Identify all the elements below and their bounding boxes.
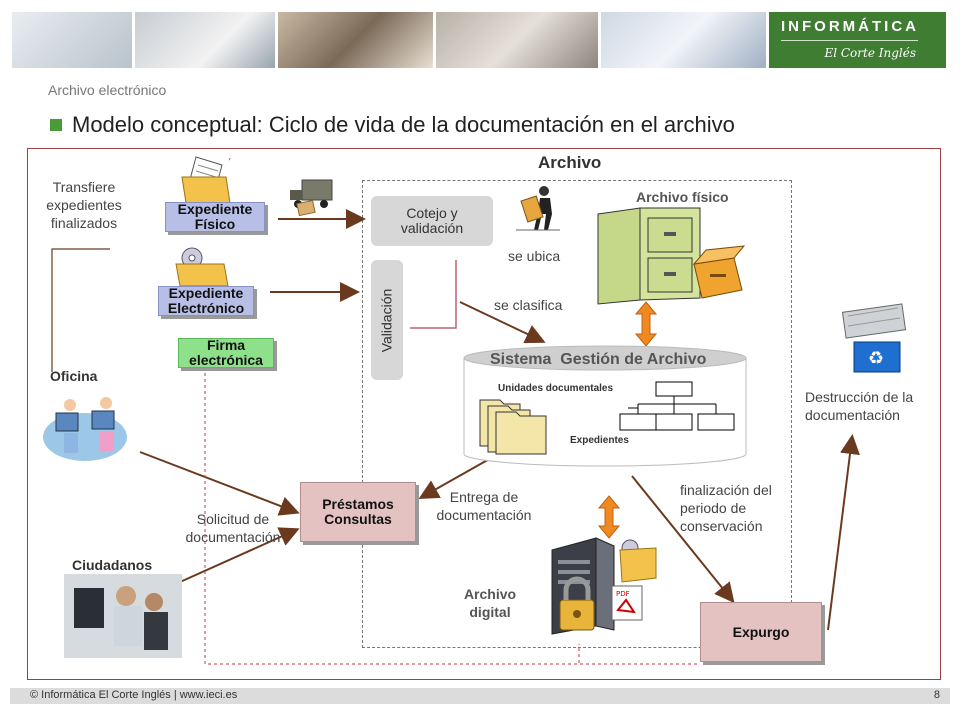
brand-signature-text: El Corte Inglés [824,46,916,60]
hierarchy-tree-icon [619,381,735,431]
arrow-clasifica [459,301,546,344]
header-banner: INFORMÁTICA El Corte Inglés [12,12,946,68]
expediente-fisico-button[interactable]: Expediente Físico [165,202,265,232]
truck-icon [290,179,333,217]
brand-top-text: INFORMÁTICA [781,18,919,35]
section-label: Archivo electrónico [48,82,167,98]
se-clasifica-label: se clasifica [494,297,563,313]
banner-photo-1 [12,12,132,68]
cotejo-validacion-step: Cotejo y validación [371,196,493,246]
arrow-expurgo-destruccion [827,434,860,631]
brand-logo: INFORMÁTICA El Corte Inglés [769,12,946,68]
validacion-step: Validación [371,260,403,380]
mover-worker-icon [516,186,560,231]
folder-document-icon: ’ [181,156,231,204]
sga-database-cylinder [463,345,747,467]
archivo-title: Archivo [538,153,602,172]
entrega-label: Entrega de documentación [436,489,532,523]
filing-cabinet-icon [597,207,746,305]
transfer-label: Transfiere expedientes finalizados [46,179,122,231]
solicitud-label: Solicitud de documentación [185,511,281,545]
office-workers-icon [43,397,127,461]
archivo-digital-label: Archivo digital [463,586,517,620]
ciudadanos-label: Ciudadanos [72,557,153,573]
folder-disc-icon [175,247,229,287]
arrow-sga-expurgo [631,475,735,604]
prestamos-consultas-button[interactable]: Préstamos Consultas [300,482,416,542]
svg-text:PDF: PDF [616,590,630,598]
validation-bracket [410,260,457,329]
sga-title: Sistema Gestión de Archivo [490,351,707,368]
citizens-photo-icon [64,574,182,658]
arrow-ciudadanos-prestamos [179,527,300,583]
banner-photo-2 [135,12,275,68]
archivo-fisico-label: Archivo físico [636,189,729,205]
finalizacion-label: finalización del periodo de conservación [680,482,772,534]
footer-bar: © Informática El Corte Inglés | www.ieci… [10,688,950,704]
oficina-label: Oficina [50,368,98,384]
se-ubica-label: se ubica [508,248,561,264]
firma-electronica-button[interactable]: Firma electrónica [178,338,274,368]
banner-photo-3 [278,12,433,68]
expurgo-button[interactable]: Expurgo [700,602,822,662]
footer-copyright: © Informática El Corte Inglés | www.ieci… [30,689,238,701]
unidades-label: Unidades documentales [498,383,614,394]
transfer-line [51,248,110,372]
arrow-oficina-prestamos [139,451,300,516]
title-row: Modelo conceptual: Ciclo de vida de la d… [50,112,735,138]
double-arrow-sga-digital [597,495,621,539]
banner-photo-4 [436,12,598,68]
diagram-frame [27,148,941,680]
banner-photo-5 [601,12,766,68]
folders-stack-icon [479,399,547,455]
shredder-recycle-icon: ♻ [841,303,907,373]
svg-text:’: ’ [228,157,231,168]
archive-boundary [362,180,792,648]
server-lock-icon: PDF [551,537,657,635]
expediente-electronico-button[interactable]: Expediente Electrónico [158,286,254,316]
title-bullet-icon [50,119,62,131]
page-number: 8 [933,689,940,701]
expedientes-label: Expedientes [570,435,629,446]
return-dashed-line [204,355,580,665]
destruccion-label: Destrucción de la documentación [805,389,914,423]
svg-text:♻: ♻ [868,348,884,369]
page-title: Modelo conceptual: Ciclo de vida de la d… [72,112,735,137]
